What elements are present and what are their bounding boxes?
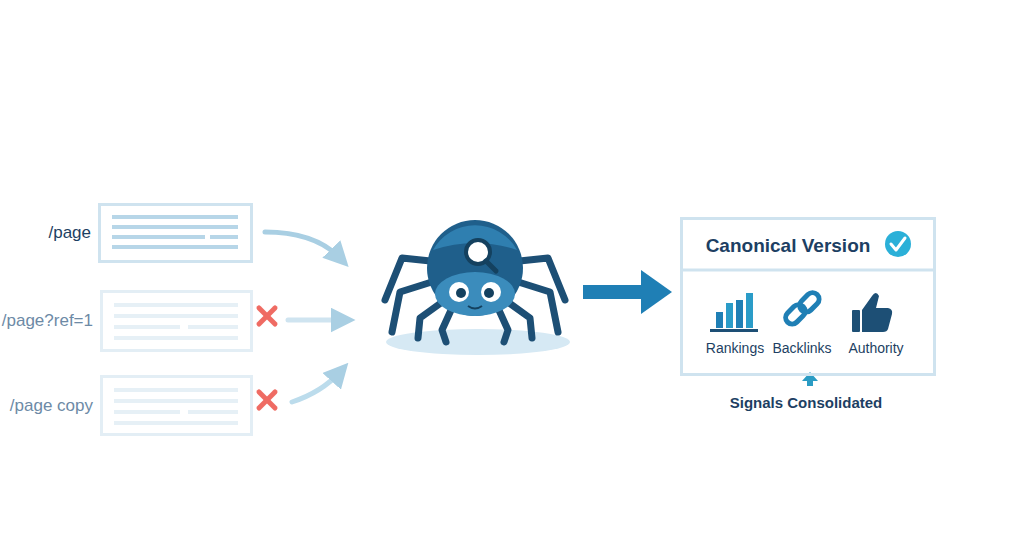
document-card: /page copy	[100, 375, 253, 436]
flow-arrow	[265, 232, 343, 402]
thumb-icon	[852, 293, 892, 332]
result-arrow	[583, 270, 672, 314]
bar-chart-icon	[710, 293, 758, 332]
divider	[682, 269, 933, 272]
box-title: Canonical Version	[683, 220, 893, 272]
url-label: /page copy	[10, 396, 93, 416]
document-lines	[114, 305, 238, 423]
signal-caption: Signals Consolidated	[730, 394, 883, 411]
document-lines	[112, 217, 238, 247]
reject-mark	[259, 308, 275, 408]
url-label: /page	[48, 223, 91, 243]
crawler-spider	[385, 220, 570, 355]
url-label: /page?ref=1	[2, 311, 93, 331]
signal-label: Rankings	[706, 340, 764, 356]
signal-label: Backlinks	[772, 340, 831, 356]
link-icon	[783, 290, 822, 327]
signal-label: Authority	[848, 340, 903, 356]
check-badge	[885, 231, 911, 257]
document-card: /page	[98, 203, 253, 263]
document-card: /page?ref=1	[100, 290, 253, 352]
